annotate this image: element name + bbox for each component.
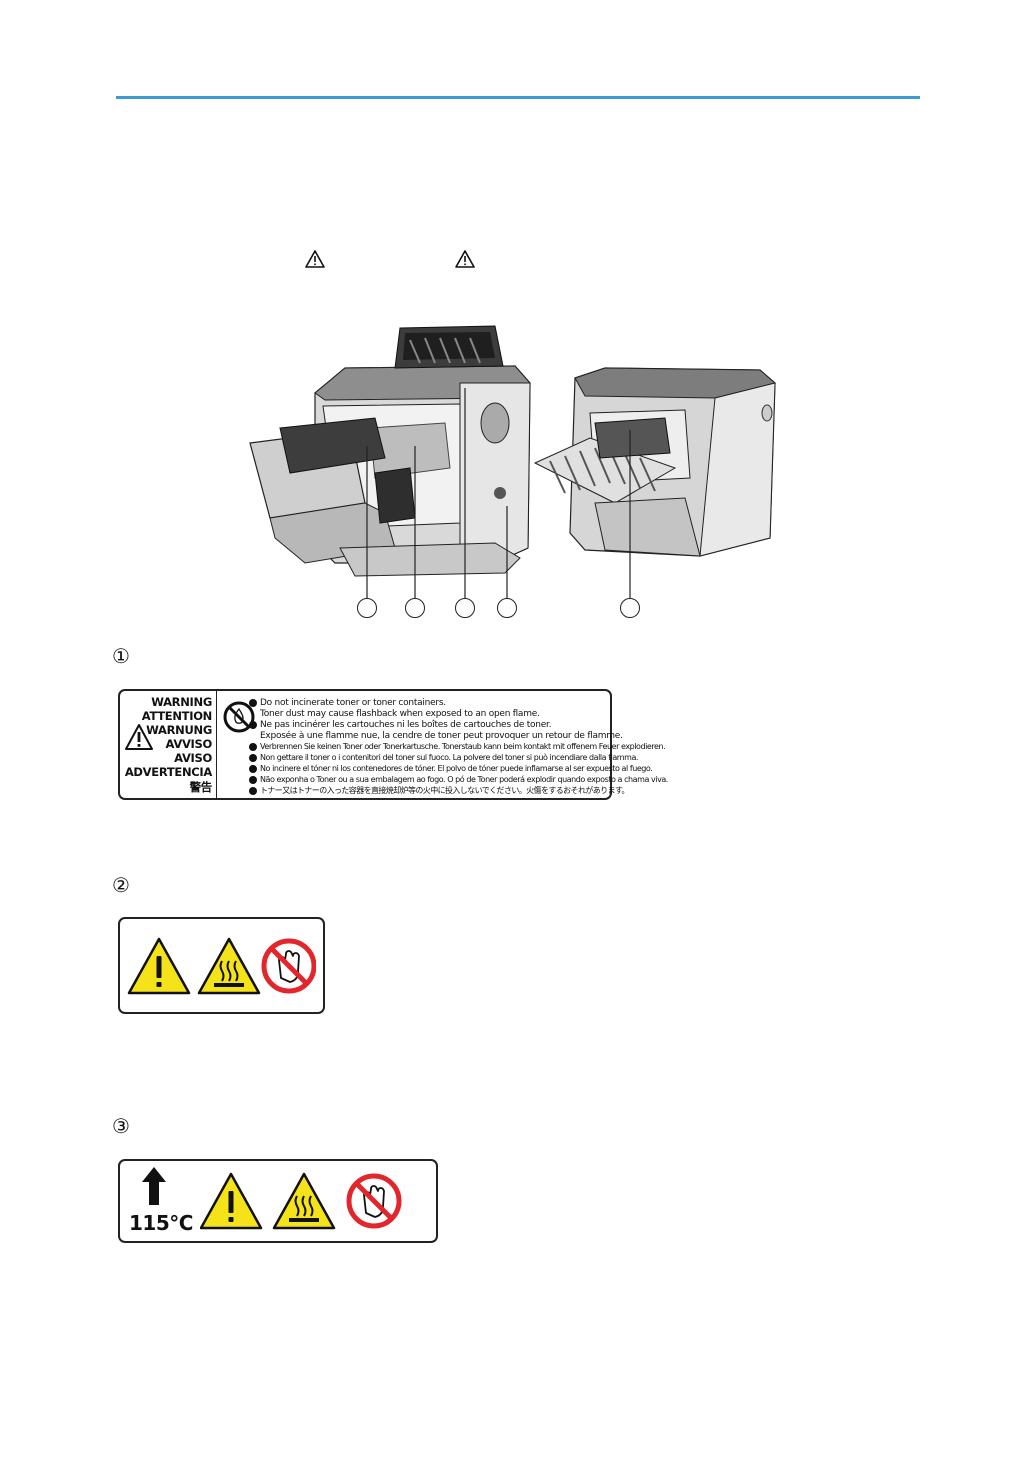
label-text-line: Ne pas incinérer les cartouches ni les b… [260, 720, 552, 730]
signal-word: WARNING [151, 695, 212, 709]
warning-triangle-icon [305, 250, 325, 268]
do-not-touch-icon [261, 938, 316, 994]
signal-word: ATTENTION [141, 709, 213, 723]
label-text-line: Do not incinerate toner or toner contain… [260, 698, 446, 708]
arrow-up-icon [142, 1167, 166, 1205]
section-marker-2: ② [112, 873, 130, 897]
label-text-line: No incinere el tóner ni los contenedores… [260, 764, 653, 773]
do-not-touch-icon [346, 1173, 402, 1229]
printer-illustration [249, 325, 777, 598]
callout-circle [455, 598, 475, 618]
signal-word: WARNUNG [146, 723, 212, 737]
header-rule [116, 96, 920, 99]
callout-circle [357, 598, 377, 618]
label-text-line: Verbrennen Sie keinen Toner oder Tonerka… [260, 742, 666, 751]
hot-surface-label [118, 917, 325, 1014]
warning-triangle-icon [127, 937, 191, 995]
label-text-line: Não exponha o Toner ou a sua embalagem a… [260, 775, 668, 784]
label-text-line: Toner dust may cause flashback when expo… [260, 709, 540, 719]
label-text-line: Non gettare il toner o i contenitori del… [260, 753, 639, 762]
warning-triangle-icon [200, 1172, 263, 1230]
fuser-temperature-label: 115°C [118, 1159, 438, 1243]
label-text-line: Exposée à une flamme nue, la cendre de t… [260, 731, 623, 741]
callout-circle [620, 598, 640, 618]
signal-word: 警告 [189, 780, 213, 794]
temperature-text: 115°C [129, 1211, 193, 1235]
signal-word: AVVISO [165, 737, 213, 751]
signal-word: AVISO [174, 751, 212, 765]
warning-triangle-icon [125, 724, 153, 750]
section-marker-1: ① [112, 644, 130, 668]
toner-warning-label: WARNING ATTENTION WARNUNG AVVISO AVISO A… [118, 689, 668, 800]
section-marker-3: ③ [112, 1114, 130, 1138]
callout-circle [497, 598, 517, 618]
no-open-flame-icon [223, 701, 255, 733]
printer-rear-view [533, 367, 777, 557]
warning-triangle-icon [455, 250, 475, 268]
label-text-line: トナー又はトナーの入った容器を直接焼却炉等の火中に投入しないでください。火傷をす… [260, 786, 630, 795]
callout-circle [405, 598, 425, 618]
signal-words-panel: WARNING ATTENTION WARNUNG AVVISO AVISO A… [120, 691, 217, 798]
printer-front-view [249, 325, 531, 577]
signal-word: ADVERTENCIA [124, 765, 212, 779]
hot-surface-icon [272, 1172, 336, 1230]
hot-surface-icon [197, 937, 261, 995]
